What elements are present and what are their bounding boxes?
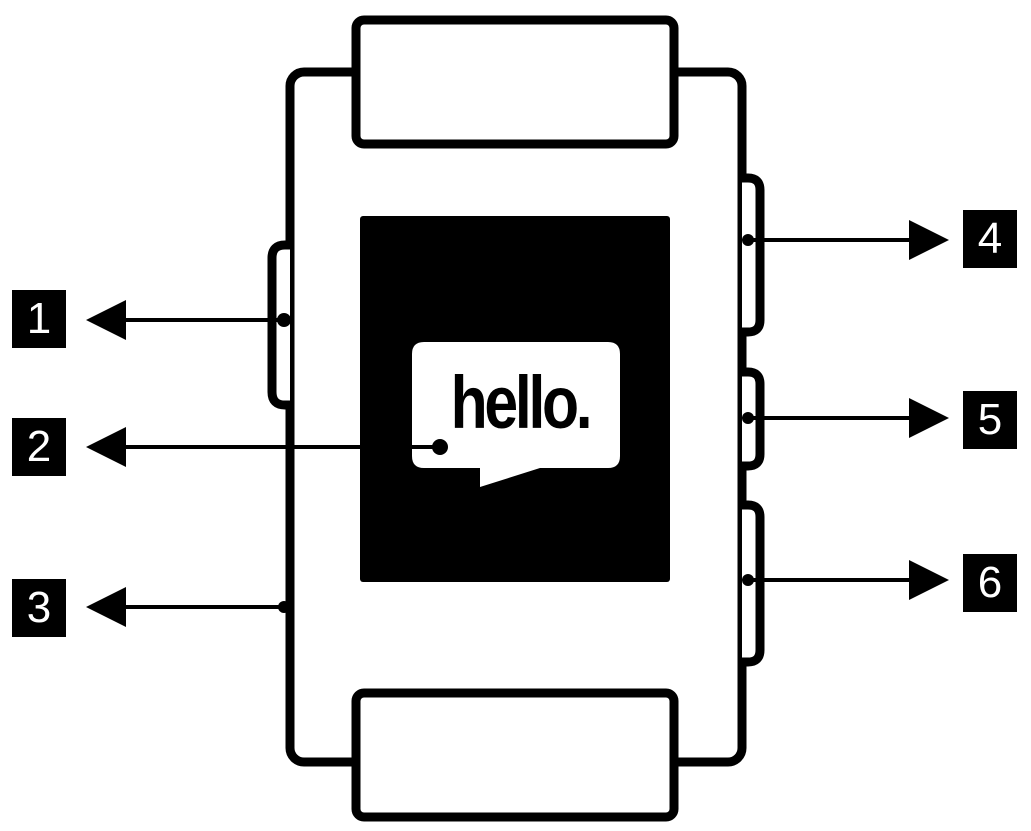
callout-label-4: 4 bbox=[963, 210, 1017, 268]
callout-6-dot bbox=[742, 574, 754, 586]
callout-4-dot bbox=[742, 234, 754, 246]
speech-bubble bbox=[412, 342, 620, 487]
callout-label-2: 2 bbox=[12, 418, 66, 476]
callout-5-dot bbox=[742, 412, 754, 424]
callout-label-3: 3 bbox=[12, 579, 66, 637]
callout-1-dot bbox=[277, 313, 291, 327]
callout-label-1: 1 bbox=[12, 290, 66, 348]
bottom-strap bbox=[351, 688, 679, 822]
callout-2-dot bbox=[432, 439, 448, 455]
callout-label-6: 6 bbox=[963, 554, 1017, 612]
screen-hello-text: hello. bbox=[450, 360, 593, 444]
callout-label-5: 5 bbox=[963, 391, 1017, 449]
top-strap bbox=[351, 15, 679, 149]
callout-3-dot bbox=[278, 601, 290, 613]
right-up-button bbox=[742, 173, 765, 337]
